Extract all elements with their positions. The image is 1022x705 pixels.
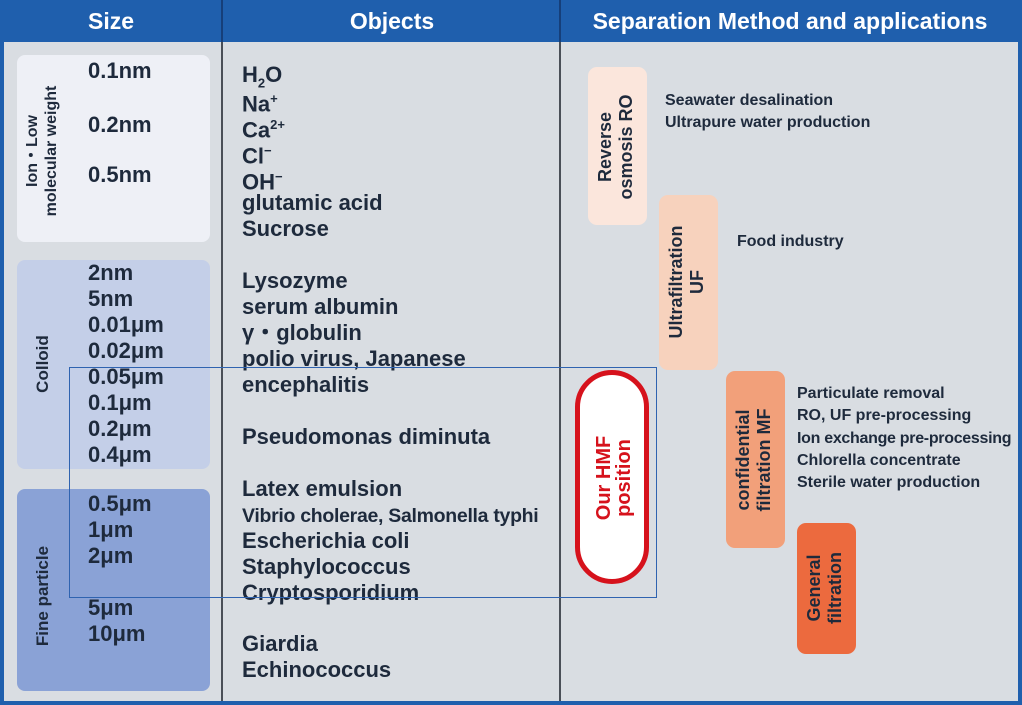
size-value: 0.5μm bbox=[88, 491, 152, 516]
object-item: serum albumin bbox=[242, 294, 399, 319]
object-calcium: Ca2+ bbox=[242, 112, 285, 143]
object-sodium-symbol: Na bbox=[242, 91, 271, 117]
size-value: 0.01μm bbox=[88, 312, 164, 337]
object-item: Cryptosporidium bbox=[242, 580, 420, 605]
application-ro: Ultrapure water production bbox=[665, 114, 871, 131]
size-value: 0.1μm bbox=[88, 390, 152, 415]
object-chloride-charge: − bbox=[264, 143, 272, 158]
method-ro-line1: Reverse bbox=[595, 111, 615, 183]
hmf-line1: Our HMF bbox=[593, 435, 615, 521]
object-calcium-symbol: Ca bbox=[242, 117, 271, 143]
application-mf: Ion exchange pre-processing bbox=[797, 430, 1012, 447]
application-mf: Sterile water production bbox=[797, 474, 981, 491]
method-mf-line1: confidential bbox=[733, 409, 753, 511]
object-item: Vibrio cholerae, Salmonella typhi bbox=[242, 505, 539, 527]
group-fine-particle bbox=[17, 489, 210, 691]
object-hydroxide-charge: − bbox=[275, 169, 283, 184]
object-hydroxide-symbol: OH bbox=[242, 169, 275, 195]
object-chloride: Cl− bbox=[242, 138, 272, 169]
size-value: 2μm bbox=[88, 543, 134, 568]
size-value: 1μm bbox=[88, 517, 134, 542]
object-item: polio virus, Japanese bbox=[242, 346, 466, 371]
hmf-position-badge bbox=[575, 370, 649, 584]
header-divider bbox=[559, 0, 561, 42]
method-general-filtration-label: General filtration bbox=[804, 528, 848, 648]
object-water-subscript: 2 bbox=[257, 75, 266, 91]
object-item: glutamic acid bbox=[242, 190, 383, 215]
object-item: Escherichia coli bbox=[242, 528, 410, 553]
object-water-o: O bbox=[265, 62, 283, 87]
object-chloride-symbol: Cl bbox=[242, 143, 264, 169]
size-value: 0.05μm bbox=[88, 364, 164, 389]
object-item: Giardia bbox=[242, 631, 318, 656]
application-mf: RO, UF pre-processing bbox=[797, 407, 972, 424]
object-sodium: Na+ bbox=[242, 86, 278, 117]
group-label-ion-line1: Ion・Low bbox=[24, 115, 41, 187]
size-value: 0.1nm bbox=[88, 58, 152, 83]
object-water-h: H bbox=[242, 62, 258, 87]
column-divider bbox=[559, 42, 561, 701]
column-divider bbox=[221, 42, 223, 701]
header-divider bbox=[221, 0, 223, 42]
size-value: 0.02μm bbox=[88, 338, 164, 363]
size-value: 10μm bbox=[88, 621, 146, 646]
header-methods: Separation Method and applications bbox=[592, 8, 988, 34]
method-microfiltration-label: confidential filtration MF bbox=[733, 380, 777, 540]
method-microfiltration bbox=[726, 371, 785, 548]
object-item: Sucrose bbox=[242, 216, 329, 241]
group-colloid bbox=[17, 260, 210, 469]
object-hydroxide: OH− bbox=[242, 164, 283, 195]
size-value: 5nm bbox=[88, 286, 134, 311]
object-item: Echinococcus bbox=[242, 657, 392, 682]
size-value: 2nm bbox=[88, 260, 134, 285]
object-calcium-charge: 2+ bbox=[270, 117, 285, 132]
object-sodium-charge: + bbox=[270, 91, 278, 106]
object-item: Latex emulsion bbox=[242, 476, 403, 501]
method-mf-line2: filtration MF bbox=[754, 408, 774, 512]
header-size: Size bbox=[87, 8, 135, 34]
method-ultrafiltration bbox=[659, 195, 718, 370]
application-mf: Particulate removal bbox=[797, 385, 945, 402]
method-ultrafiltration-label: Ultrafiltration UF bbox=[666, 202, 710, 362]
group-ion-low-molecular bbox=[17, 55, 210, 242]
size-value: 0.4μm bbox=[88, 442, 152, 467]
size-value: 0.5nm bbox=[88, 162, 152, 187]
object-item: encephalitis bbox=[242, 372, 370, 397]
hmf-range-outline bbox=[69, 367, 657, 598]
object-item: γ・globulin bbox=[242, 320, 362, 345]
size-value: 0.2μm bbox=[88, 416, 152, 441]
group-label-colloid: Colloid bbox=[33, 335, 52, 393]
method-general-filtration bbox=[797, 523, 856, 654]
group-label-fine-particle: Fine particle bbox=[33, 545, 52, 647]
application-uf: Food industry bbox=[737, 233, 844, 250]
group-label-ion: Ion・Low molecular weight bbox=[23, 76, 63, 226]
size-value: 0.2nm bbox=[88, 112, 152, 137]
object-item: Pseudomonas diminuta bbox=[242, 424, 491, 449]
object-item: Staphylococcus bbox=[242, 554, 411, 579]
header-objects: Objects bbox=[349, 8, 435, 34]
method-gf-line1: General bbox=[804, 554, 824, 622]
object-item: Lysozyme bbox=[242, 268, 348, 293]
method-reverse-osmosis bbox=[588, 67, 647, 225]
method-gf-line2: filtration bbox=[825, 552, 845, 624]
hmf-position-label: Our HMF position bbox=[593, 402, 635, 554]
method-uf-line2: UF bbox=[687, 270, 707, 294]
application-ro: Seawater desalination bbox=[665, 92, 834, 109]
method-uf-line1: Ultrafiltration bbox=[666, 225, 686, 339]
method-reverse-osmosis-label: Reverse osmosis RO bbox=[595, 72, 639, 222]
size-value: 5μm bbox=[88, 595, 134, 620]
group-label-ion-line2: molecular weight bbox=[43, 85, 60, 217]
hmf-line2: position bbox=[613, 439, 635, 517]
method-ro-line2: osmosis RO bbox=[616, 94, 636, 200]
object-water: H2O bbox=[242, 62, 282, 96]
application-mf: Chlorella concentrate bbox=[797, 452, 961, 469]
